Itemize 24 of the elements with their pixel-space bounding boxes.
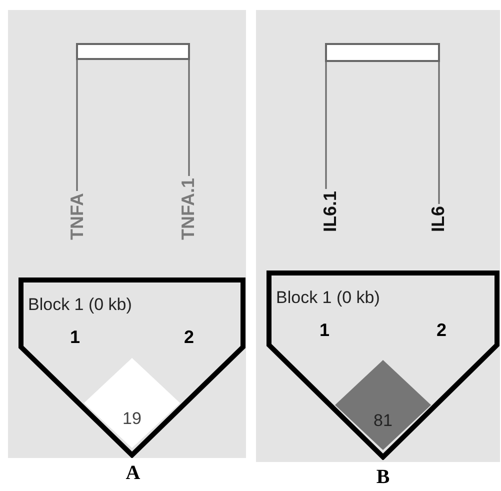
marker-number: 2: [436, 320, 447, 341]
marker-name: IL6: [429, 206, 447, 232]
panel-letter: B: [376, 466, 390, 489]
marker-number: 1: [320, 320, 330, 341]
ld-value: 81: [372, 411, 394, 431]
marker-number: 1: [70, 327, 80, 348]
ld-value-diamond: [335, 360, 431, 450]
marker-name: IL6.1: [321, 190, 339, 232]
block-title: Block 1 (0 kb): [28, 295, 132, 315]
haplotype-block-bar: [76, 43, 190, 60]
marker-name: TNFA: [68, 193, 86, 240]
connector-line: [325, 62, 327, 189]
ld-value-diamond: [84, 358, 180, 448]
marker-number: 2: [184, 327, 194, 348]
ld-block-outline: [266, 270, 500, 460]
block-title: Block 1 (0 kb): [276, 288, 380, 308]
connector-line: [438, 62, 440, 204]
connector-line: [76, 60, 78, 191]
haplotype-block-bar: [325, 43, 440, 62]
marker-name: TNFA.1: [179, 178, 197, 240]
panel-letter: A: [126, 462, 140, 485]
connector-line: [188, 60, 190, 176]
ld-block-outline: [18, 277, 246, 458]
ld-value: 19: [122, 409, 142, 429]
